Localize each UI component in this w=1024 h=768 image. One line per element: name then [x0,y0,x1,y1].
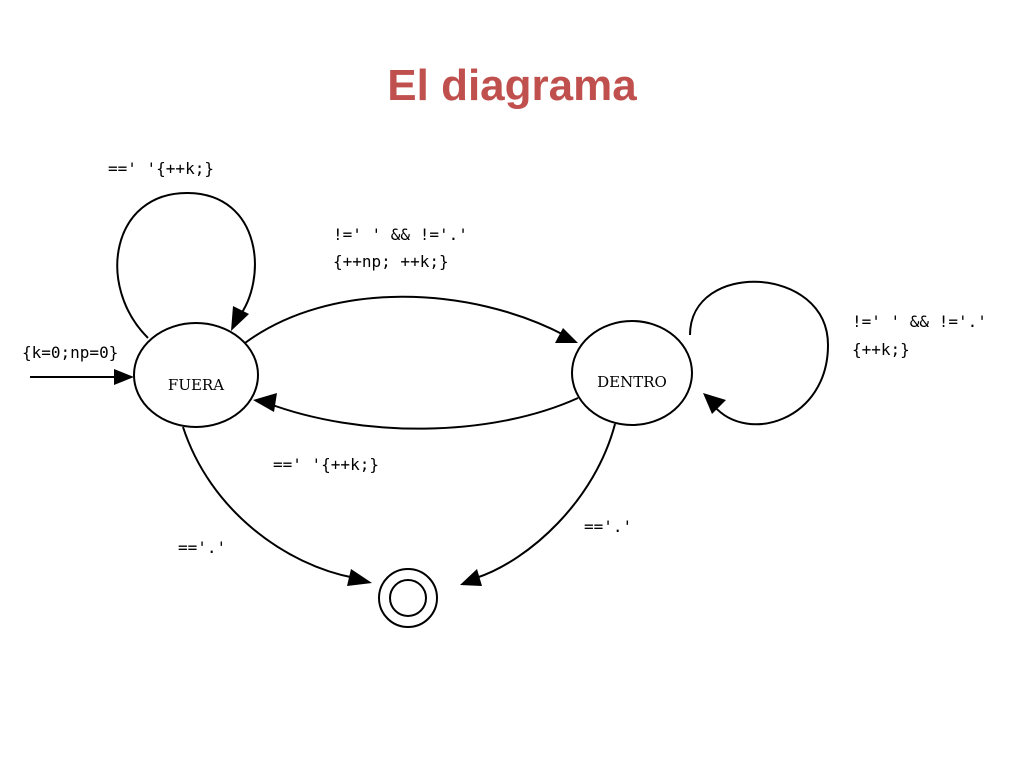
dentro-to-final-label: =='.' [584,517,632,536]
edge-fuera-to-final [182,426,356,579]
arrowhead-initial [114,369,134,385]
fuera-to-dentro-condition: !=' ' && !='.' [333,225,468,244]
arrowhead-fuera-self-loop [231,306,249,331]
edge-dentro-self-loop [689,280,830,426]
state-fuera-node [133,322,259,428]
dentro-to-fuera-label: ==' '{++k;} [273,455,379,474]
fuera-to-final-label: =='.' [178,538,226,557]
dentro-loop-action: {++k;} [852,340,910,359]
arrowhead-dentro-to-fuera [253,393,277,412]
fuera-to-dentro-action: {++np; ++k;} [333,252,449,271]
state-dentro-label: DENTRO [597,373,667,391]
edge-dentro-to-fuera [266,397,579,430]
arrowhead-fuera-to-dentro [555,328,578,343]
state-fuera-label: FUERA [168,376,224,394]
arrowhead-fuera-to-final [347,569,372,586]
initial-action-label: {k=0;np=0} [22,343,118,362]
state-dentro-node [571,320,693,426]
arrowhead-dentro-self-loop [703,393,726,414]
final-state-inner [389,579,427,617]
edge-fuera-self-loop [116,191,256,339]
edge-fuera-to-dentro [244,295,567,344]
fuera-loop-label: ==' '{++k;} [108,159,214,178]
edge-dentro-to-final [475,423,616,579]
arrowhead-dentro-to-final [460,569,482,586]
dentro-loop-condition: !=' ' && !='.' [852,312,987,331]
page-title: El diagrama [387,61,637,110]
